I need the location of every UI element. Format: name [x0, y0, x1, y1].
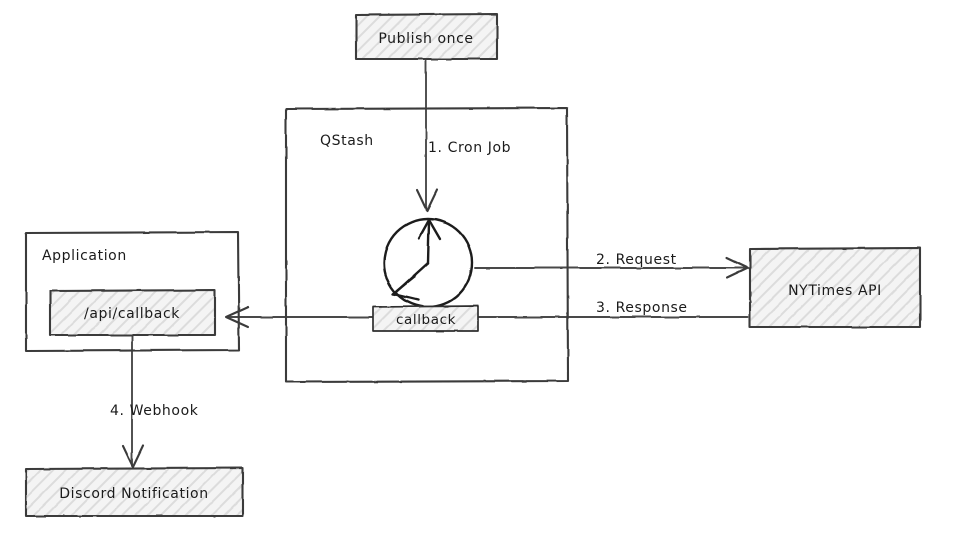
edge-cron-job [415, 59, 439, 213]
node-nytimes-api [748, 246, 922, 329]
node-application [24, 230, 241, 353]
edge-webhook [121, 335, 145, 469]
edge-response [224, 305, 749, 329]
node-label-callback: callback [396, 312, 456, 328]
clock-icon [382, 217, 474, 309]
node-label-application: Application [42, 248, 127, 264]
edge-label-request: 2. Request [596, 252, 677, 268]
node-publish-once [354, 12, 499, 61]
node-qstash [284, 106, 570, 384]
node-label-discord-notification: Discord Notification [59, 486, 208, 502]
edge-label-webhook: 4. Webhook [110, 403, 199, 419]
node-label-publish-once: Publish once [378, 31, 473, 47]
node-callback [372, 305, 479, 332]
node-label-qstash: QStash [320, 133, 374, 149]
node-label-api-callback: /api/callback [84, 306, 180, 322]
edge-label-cron-job: 1. Cron Job [428, 140, 511, 156]
edge-label-response: 3. Response [596, 300, 688, 316]
node-discord-notification [24, 466, 245, 518]
node-api-callback [48, 288, 217, 337]
edge-request [474, 256, 750, 280]
node-label-nytimes-api: NYTimes API [788, 283, 882, 299]
